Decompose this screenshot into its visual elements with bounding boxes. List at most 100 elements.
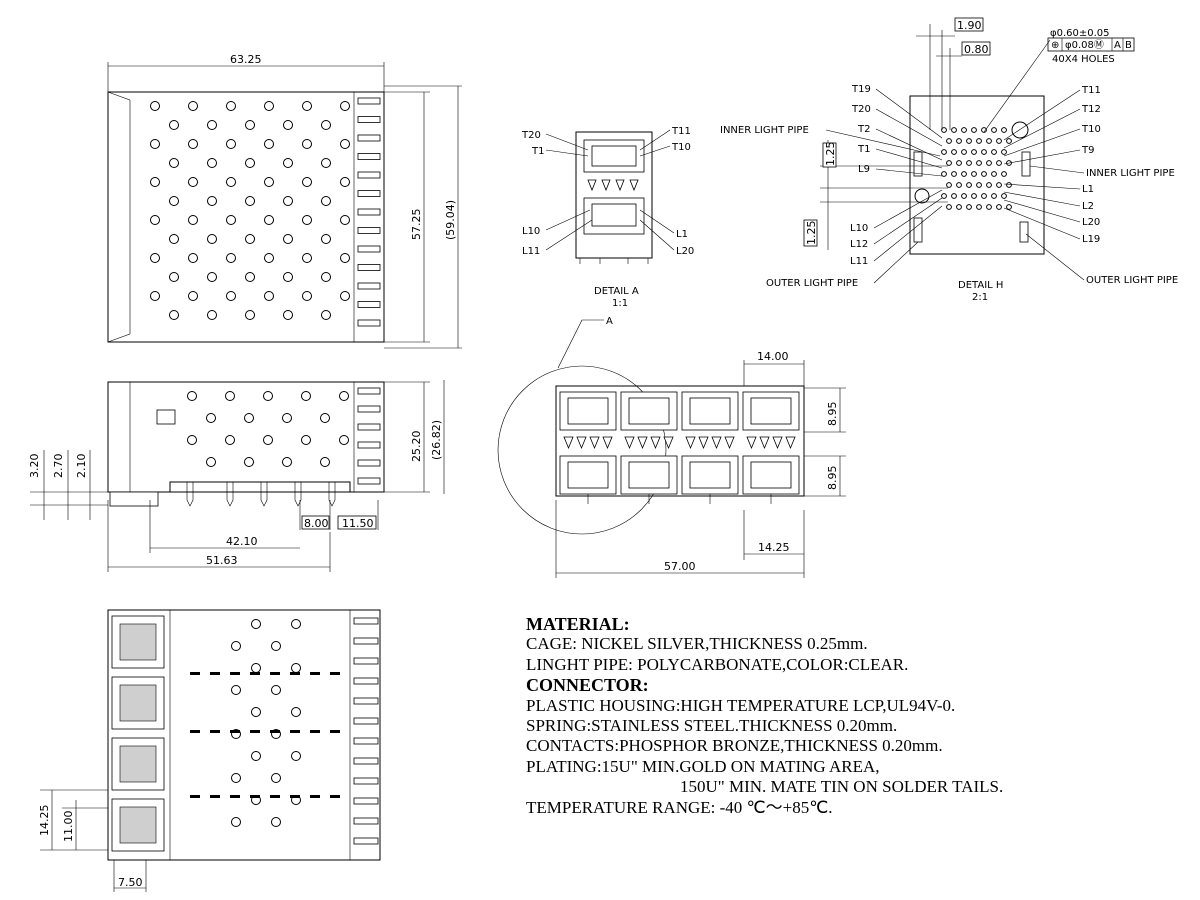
side-height-ref-dim: (26.82): [430, 420, 443, 460]
side-hole: [339, 435, 349, 445]
front-light-pipe-indicator: [785, 436, 796, 450]
top-hole: [321, 310, 331, 320]
top-edge-finger: [357, 227, 381, 234]
side-edge-finger: [357, 423, 381, 431]
top-hole: [340, 139, 350, 149]
detail-h-hole: [996, 204, 1002, 210]
bottom-slot: [190, 730, 200, 733]
detail-h-label-inner-pipe-left: INNER LIGHT PIPE: [720, 125, 809, 136]
detail-h-hole: [961, 149, 967, 155]
bottom-hole: [231, 641, 241, 651]
connector-line-contacts: CONTACTS:PHOSPHOR BRONZE,THICKNESS 0.20m…: [526, 736, 943, 756]
front-lower-port-inner: [689, 461, 731, 489]
detail-h-hole: [991, 127, 997, 133]
bottom-hole: [251, 751, 261, 761]
top-edge-finger: [357, 208, 381, 216]
top-hole: [302, 253, 312, 263]
detail-a-label-l20: L20: [676, 246, 694, 257]
bottom-edge-finger: [353, 677, 379, 685]
side-edge-finger: [357, 459, 381, 467]
detail-h-hole: [986, 138, 992, 144]
front-light-pipe-indicator: [650, 436, 661, 450]
bottom-edge-fingers: [353, 617, 379, 845]
detail-a-label-l10: L10: [522, 226, 540, 237]
detail-h-hole: [946, 182, 952, 188]
connector-title: CONNECTOR:: [526, 675, 649, 696]
top-hole: [321, 158, 331, 168]
top-hole: [226, 139, 236, 149]
bottom-view: 14.25 11.00 7.50: [38, 609, 381, 892]
detail-h-hole: [951, 149, 957, 155]
front-upper-port-inner: [628, 397, 670, 425]
bottom-edge-finger: [353, 757, 379, 765]
side-press-fit-pins: [186, 482, 336, 507]
bottom-slot: [210, 730, 220, 733]
top-hole: [264, 139, 274, 149]
side-hole: [206, 457, 216, 467]
detail-h-hole: [996, 182, 1002, 188]
connector-line-plating: PLATING:15U" MIN.GOLD ON MATING AREA,: [526, 756, 880, 776]
bottom-slot: [330, 672, 340, 675]
front-light-pipe-indicator: [698, 436, 709, 450]
side-pin-dim-a: 8.00: [304, 517, 329, 530]
detail-h-hole: [976, 138, 982, 144]
bottom-hole: [291, 707, 301, 717]
bottom-slot: [190, 672, 200, 675]
top-hole: [226, 291, 236, 301]
top-hole: [302, 101, 312, 111]
bottom-edge-finger: [353, 837, 379, 845]
side-edge-finger: [357, 477, 381, 485]
detail-h-hole: [961, 193, 967, 199]
side-hole: [244, 457, 254, 467]
side-length-dim-a: 42.10: [226, 535, 258, 548]
detail-h-hole: [956, 182, 962, 188]
top-hole: [283, 158, 293, 168]
side-pin-dim-b: 11.50: [342, 517, 374, 530]
detail-h-hole: [971, 127, 977, 133]
bottom-slot: [270, 795, 280, 798]
top-hole: [188, 291, 198, 301]
side-hole: [225, 391, 235, 401]
bottom-hole: [271, 641, 281, 651]
front-light-pipe-indicator: [724, 436, 735, 450]
detail-h-hole: [1006, 138, 1012, 144]
side-hole: [225, 435, 235, 445]
detail-h-datum-a: A: [1114, 40, 1121, 51]
detail-h-label-outer-pipe-left: OUTER LIGHT PIPE: [766, 278, 858, 289]
front-port-width-dim: 14.25: [758, 541, 790, 554]
detail-h-hole: [976, 204, 982, 210]
front-width-top-dim: 14.00: [757, 350, 789, 363]
side-dim-2-10: 2.10: [75, 454, 88, 479]
bottom-slot: [210, 795, 220, 798]
top-hole: [245, 272, 255, 282]
top-hole: [207, 234, 217, 244]
detail-h-hole: [976, 160, 982, 166]
top-hole: [188, 215, 198, 225]
detail-h-hole: [941, 171, 947, 177]
top-hole: [283, 196, 293, 206]
top-edge-finger: [357, 245, 381, 253]
detail-h-hole: [951, 193, 957, 199]
detail-h-side-dim-upper: 1.25: [824, 142, 837, 167]
top-hole: [283, 234, 293, 244]
material-notes: MATERIAL: CAGE: NICKEL SILVER,THICKNESS …: [526, 614, 1086, 818]
bottom-slot: [330, 795, 340, 798]
detail-h: 1.90 0.80 φ0.60±0.05 ⊕ φ0.08Ⓜ A B 40X4 H…: [720, 17, 1178, 303]
bottom-edge-finger: [353, 637, 379, 645]
detail-h-dim-0-80: 0.80: [964, 43, 989, 56]
bottom-dim-14-25: 14.25: [38, 805, 51, 837]
connector-line-spring: SPRING:STAINLESS STEEL.THICKNESS 0.20mm.: [526, 716, 898, 736]
top-hole: [226, 253, 236, 263]
bottom-slot: [250, 730, 260, 733]
connector-line-plating-tin: 150U" MIN. MATE TIN ON SOLDER TAILS.: [680, 777, 1004, 797]
front-lower-port-inner: [750, 461, 792, 489]
top-hole-grid: [150, 101, 350, 320]
bottom-slot: [210, 672, 220, 675]
detail-a-label-l1: L1: [676, 229, 688, 240]
top-edge-finger: [357, 97, 381, 105]
detail-h-position-tol: φ0.08Ⓜ: [1065, 39, 1104, 51]
top-hole: [150, 139, 160, 149]
bottom-slot: [310, 795, 320, 798]
top-hole: [264, 177, 274, 187]
